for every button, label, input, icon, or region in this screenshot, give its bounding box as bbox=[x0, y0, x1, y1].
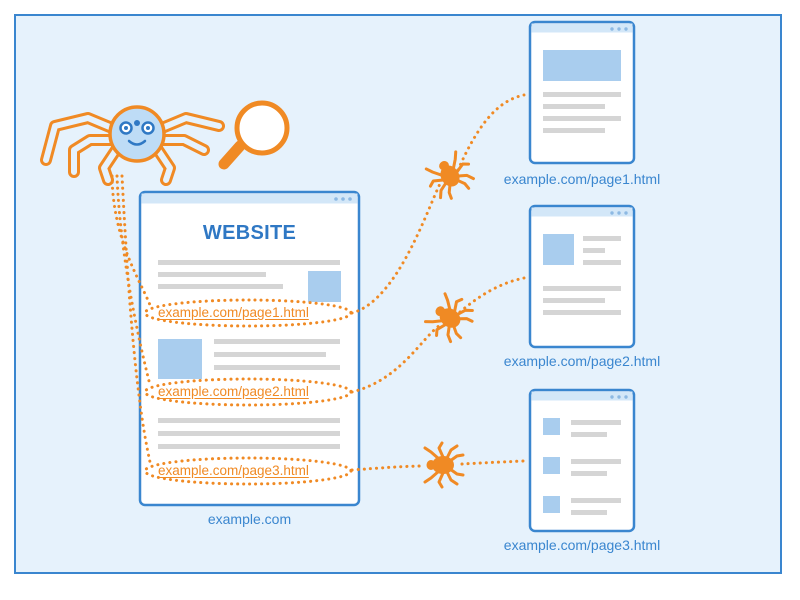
crawl-paths bbox=[110, 93, 526, 486]
website-title: WEBSITE bbox=[202, 222, 297, 244]
page1-label: example.com/page1.html bbox=[503, 171, 661, 187]
spider-icon bbox=[421, 288, 481, 349]
crawler-spider-icon bbox=[40, 105, 225, 186]
website-document bbox=[138, 190, 361, 507]
page2-link[interactable]: example.com/page2.html bbox=[158, 384, 309, 399]
page2-label: example.com/page2.html bbox=[503, 353, 661, 369]
page3-label: example.com/page3.html bbox=[503, 537, 661, 553]
page3-link[interactable]: example.com/page3.html bbox=[158, 463, 309, 478]
page2-document bbox=[528, 204, 636, 349]
page1-document bbox=[528, 20, 636, 165]
magnifier-icon bbox=[218, 100, 290, 170]
page3-document bbox=[528, 388, 636, 533]
page1-link[interactable]: example.com/page1.html bbox=[158, 305, 309, 320]
site-label: example.com bbox=[207, 511, 292, 527]
spider-icon bbox=[420, 147, 481, 206]
spider-icon bbox=[423, 441, 465, 489]
